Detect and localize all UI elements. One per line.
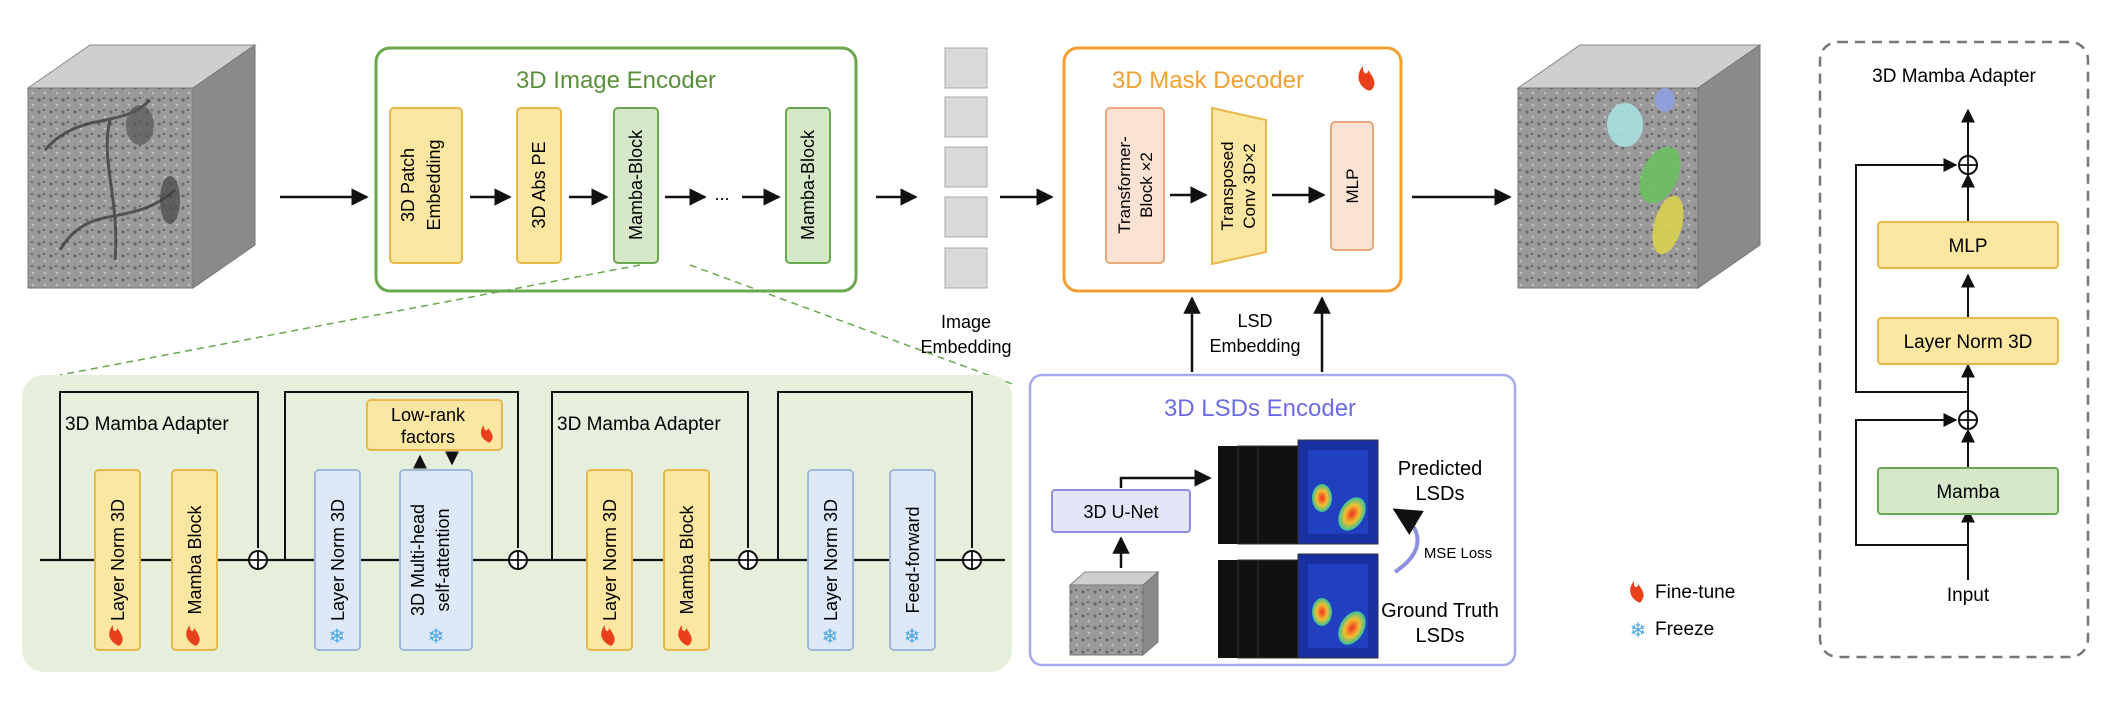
svg-text:❄: ❄ bbox=[329, 626, 346, 648]
decoder-mlp-label: MLP bbox=[1343, 169, 1362, 204]
transposed-conv-label-2: Conv 3D×2 bbox=[1240, 143, 1259, 229]
predicted-lsds-label-2: LSDs bbox=[1416, 483, 1465, 505]
transformer-block-label-1: Transformer- bbox=[1115, 136, 1134, 234]
adapter-input-label: Input bbox=[1947, 585, 1990, 606]
transformer-block-label-2: Block ×2 bbox=[1137, 152, 1156, 218]
adapter-mamba-label: Mamba bbox=[1936, 482, 2000, 503]
attention-label-1: 3D Multi-head bbox=[408, 504, 428, 616]
layer-norm-label-2: Layer Norm 3D bbox=[328, 499, 348, 621]
ground-truth-lsds-label-2: LSDs bbox=[1416, 625, 1465, 647]
flame-icon bbox=[1358, 66, 1375, 91]
abs-pe-label: 3D Abs PE bbox=[529, 141, 549, 228]
layer-norm-label-3: Layer Norm 3D bbox=[600, 499, 620, 621]
mse-loss-label: MSE Loss bbox=[1424, 545, 1492, 562]
adapter-label-2: 3D Mamba Adapter bbox=[557, 414, 721, 435]
flame-icon bbox=[109, 425, 692, 646]
mamba-block-bottom-label-1: Mamba Block bbox=[185, 504, 205, 614]
ellipsis: ... bbox=[714, 184, 729, 204]
input-volume-image bbox=[26, 44, 257, 289]
decoder-title: 3D Mask Decoder bbox=[1112, 67, 1304, 94]
legend-flame-icon bbox=[1630, 581, 1644, 603]
legend-finetune-label: Fine-tune bbox=[1655, 582, 1735, 603]
transposed-conv-label-1: Transposed bbox=[1218, 141, 1237, 230]
image-embedding-label-1: Image bbox=[941, 312, 991, 332]
patch-embedding-label-2: Embedding bbox=[424, 139, 444, 230]
predicted-lsds-label-1: Predicted bbox=[1398, 458, 1483, 480]
unet-label: 3D U-Net bbox=[1083, 502, 1158, 522]
lsds-encoder-title: 3D LSDs Encoder bbox=[1164, 395, 1356, 422]
patch-embedding-label-1: 3D Patch bbox=[398, 148, 418, 222]
legend: Fine-tune ❄ Freeze bbox=[1630, 581, 1735, 642]
adapter-label-1: 3D Mamba Adapter bbox=[65, 414, 229, 435]
adapter-layernorm-label: Layer Norm 3D bbox=[1904, 332, 2033, 353]
image-embedding-label-2: Embedding bbox=[920, 337, 1011, 357]
mamba-adapter-panel: 3D Mamba Adapter MLP Layer Norm 3D Mamba… bbox=[1818, 40, 2090, 659]
lsd-embedding-label-2: Embedding bbox=[1209, 336, 1300, 356]
snowflake-icon: ❄ ❄ ❄ ❄ bbox=[329, 626, 921, 648]
lsds-encoder: 3D LSDs Encoder 3D U-Net Predicted LSDs … bbox=[1028, 373, 1517, 667]
encoder-title: 3D Image Encoder bbox=[516, 67, 716, 94]
attention-label-2: self-attention bbox=[433, 508, 453, 611]
mamba-block-label-1: Mamba-Block bbox=[626, 129, 646, 240]
mamba-block-label-2: Mamba-Block bbox=[798, 129, 818, 240]
layer-norm-label-4: Layer Norm 3D bbox=[821, 499, 841, 621]
feed-forward-label: Feed-forward bbox=[903, 506, 923, 613]
ground-truth-lsds-label-1: Ground Truth bbox=[1381, 600, 1499, 622]
mamba-block-detail-panel: 3D Mamba Adapter 3D Mamba Adapter Layer … bbox=[22, 375, 1012, 672]
image-encoder: 3D Image Encoder 3D Patch Embedding 3D A… bbox=[374, 46, 858, 293]
layer-norm-label-1: Layer Norm 3D bbox=[108, 499, 128, 621]
legend-snowflake-icon: ❄ bbox=[1630, 620, 1647, 642]
adapter-mlp-label: MLP bbox=[1948, 236, 1987, 257]
svg-text:❄: ❄ bbox=[904, 626, 921, 648]
svg-text:❄: ❄ bbox=[428, 626, 445, 648]
output-segmentation-volume bbox=[1516, 44, 1762, 289]
mamba-block-bottom-label-2: Mamba Block bbox=[677, 504, 697, 614]
lsd-embedding-label-1: LSD bbox=[1237, 311, 1272, 331]
legend-freeze-label: Freeze bbox=[1655, 619, 1714, 640]
lowrank-label-2: factors bbox=[401, 427, 455, 447]
svg-text:❄: ❄ bbox=[822, 626, 839, 648]
mask-decoder: 3D Mask Decoder Transformer- Block ×2 Tr… bbox=[1062, 46, 1403, 293]
lowrank-label-1: Low-rank bbox=[391, 405, 466, 425]
adapter-panel-title: 3D Mamba Adapter bbox=[1872, 66, 2036, 87]
image-embedding-tokens: Image Embedding bbox=[920, 47, 1012, 357]
